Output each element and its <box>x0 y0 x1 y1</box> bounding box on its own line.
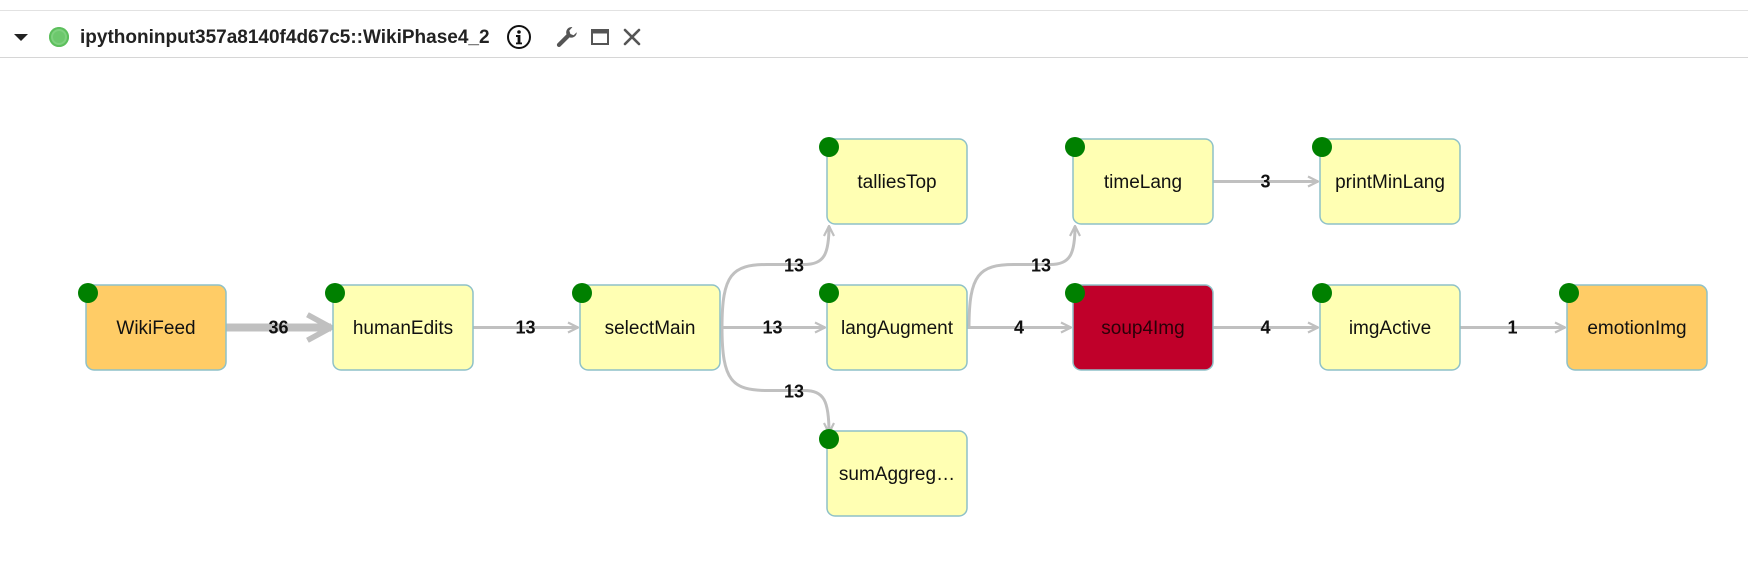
node-status-icon <box>1312 283 1332 303</box>
node-label: langAugment <box>841 318 954 339</box>
node-label: timeLang <box>1104 172 1182 193</box>
node-box[interactable] <box>332 284 474 371</box>
node-timeLang[interactable]: timeLang <box>1065 137 1214 225</box>
edge-selectMain-sumAggreg[interactable] <box>720 327 829 434</box>
node-status-icon <box>1065 137 1085 157</box>
node-box[interactable] <box>1072 138 1214 225</box>
close-icon[interactable] <box>619 24 645 50</box>
caret-down-icon[interactable] <box>12 28 30 46</box>
node-box[interactable] <box>1319 138 1461 225</box>
edge-count-label: 13 <box>515 318 535 338</box>
info-icon[interactable] <box>506 24 532 50</box>
edge-langAugment-timeLang[interactable] <box>967 226 1075 328</box>
nodes-layer: WikiFeed humanEdits selectMain talliesTop la… <box>78 137 1708 517</box>
node-status-icon <box>1559 283 1579 303</box>
edge-selectMain-talliesTop[interactable] <box>720 226 829 328</box>
edge-count-label: 13 <box>784 256 804 276</box>
node-label: soup4Img <box>1101 318 1184 339</box>
node-label: emotionImg <box>1587 318 1686 339</box>
node-humanEdits[interactable]: humanEdits <box>325 283 474 371</box>
node-talliesTop[interactable]: talliesTop <box>819 137 968 225</box>
wrench-icon[interactable] <box>554 24 580 50</box>
node-box[interactable] <box>826 430 968 517</box>
node-label: WikiFeed <box>116 318 195 339</box>
node-label: imgActive <box>1349 318 1431 339</box>
edge-count-label: 4 <box>1014 318 1024 338</box>
node-soup4Img[interactable]: soup4Img <box>1065 283 1214 371</box>
edge-count-label: 13 <box>784 382 804 402</box>
node-status-icon <box>819 283 839 303</box>
node-status-icon <box>1065 283 1085 303</box>
node-box[interactable] <box>826 284 968 371</box>
node-label: selectMain <box>605 318 696 339</box>
edges-layer <box>226 182 1565 434</box>
node-box[interactable] <box>1319 284 1461 371</box>
node-box[interactable] <box>1566 284 1708 371</box>
edge-labels-layer: 36 13 13 13 13 13 4 3 4 1 <box>268 172 1517 402</box>
edge-count-label: 1 <box>1507 318 1517 338</box>
maximize-icon[interactable] <box>587 24 613 50</box>
node-label: sumAggreg… <box>839 464 955 485</box>
node-status-icon <box>325 283 345 303</box>
job-title: ipythoninput357a8140f4d67c5::WikiPhase4_… <box>80 27 490 48</box>
node-langAugment[interactable]: langAugment <box>819 283 968 371</box>
node-WikiFeed[interactable]: WikiFeed <box>78 283 227 371</box>
node-status-icon <box>819 137 839 157</box>
node-box[interactable] <box>1072 284 1214 371</box>
node-label: humanEdits <box>353 318 453 339</box>
edge-count-label: 36 <box>268 318 288 338</box>
node-box[interactable] <box>826 138 968 225</box>
node-sumAggreg[interactable]: sumAggreg… <box>819 429 968 517</box>
node-emotionImg[interactable]: emotionImg <box>1559 283 1708 371</box>
node-imgActive[interactable]: imgActive <box>1312 283 1461 371</box>
node-selectMain[interactable]: selectMain <box>572 283 721 371</box>
status-running-icon <box>49 27 69 47</box>
edge-count-label: 13 <box>1031 256 1051 276</box>
node-status-icon <box>572 283 592 303</box>
panel-header: ipythoninput357a8140f4d67c5::WikiPhase4_… <box>0 18 1748 58</box>
edge-count-label: 13 <box>762 318 782 338</box>
node-status-icon <box>819 429 839 449</box>
edge-count-label: 3 <box>1260 172 1270 192</box>
node-box[interactable] <box>579 284 721 371</box>
node-printMinLang[interactable]: printMinLang <box>1312 137 1461 225</box>
node-status-icon <box>1312 137 1332 157</box>
node-status-icon <box>78 283 98 303</box>
node-box[interactable] <box>85 284 227 371</box>
node-label: talliesTop <box>857 172 936 193</box>
top-divider <box>0 10 1748 11</box>
node-label: printMinLang <box>1335 172 1445 193</box>
edge-count-label: 4 <box>1260 318 1270 338</box>
